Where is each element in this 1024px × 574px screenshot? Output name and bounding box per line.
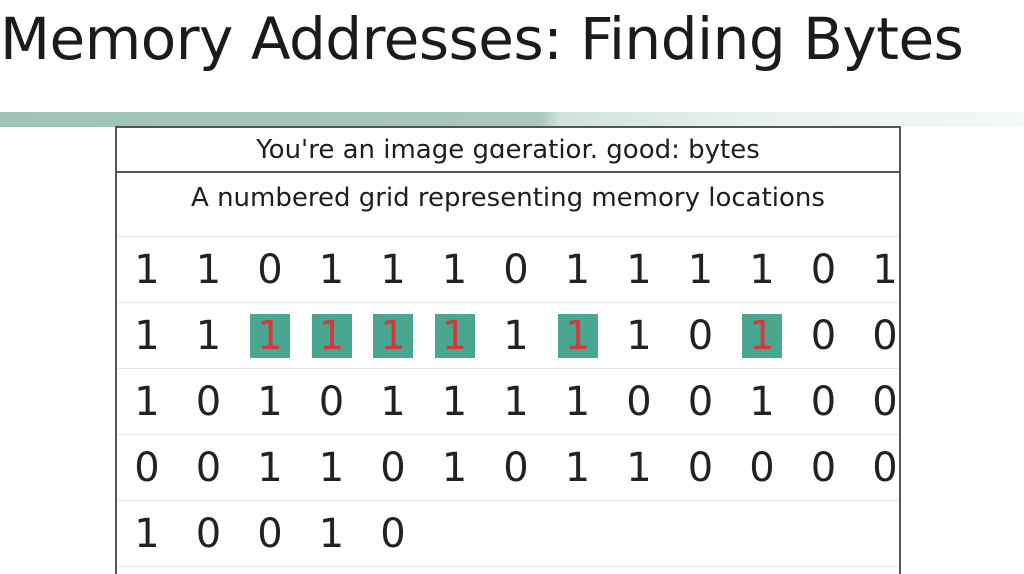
bit-cell: 1 [257, 379, 283, 425]
bit-cell: 1 [134, 511, 160, 557]
highlighted-bit-cell: 1 [250, 314, 290, 358]
bit-cell: 1 [749, 247, 775, 293]
bit-cell: 0 [195, 379, 222, 425]
bit-cell: 1 [441, 247, 468, 293]
bit-cell: 1 [318, 511, 345, 557]
bit-cell: 1 [749, 379, 775, 425]
bit-cell: 0 [257, 247, 283, 293]
bit-cell: 0 [872, 313, 898, 359]
bit-cell: 0 [687, 313, 714, 359]
bit-cell: 0 [687, 445, 714, 491]
bit-cell: 1 [318, 445, 345, 491]
bit-cell: 0 [872, 379, 898, 425]
bit-cell: 0 [195, 445, 222, 491]
bit-cell: 0 [810, 313, 837, 359]
bit-cell: 0 [318, 379, 345, 425]
bit-cell: 1 [503, 313, 529, 359]
accent-bar [0, 112, 1024, 127]
bit-cell: 1 [564, 379, 591, 425]
bit-cell: 1 [441, 379, 468, 425]
panel-subheader: A numbered grid representing memory loca… [117, 173, 899, 237]
bit-cell: 0 [134, 445, 160, 491]
bit-cell: 0 [503, 247, 529, 293]
bit-cell: 1 [564, 445, 591, 491]
bit-cell: 1 [257, 445, 283, 491]
bit-cell: 1 [564, 247, 591, 293]
bit-cell: 1 [134, 313, 160, 359]
bit-cell: 0 [195, 511, 222, 557]
bit-cell: 1 [134, 379, 160, 425]
bit-cell: 0 [380, 445, 406, 491]
highlighted-bit-cell: 1 [311, 314, 352, 358]
bit-cell: 1 [626, 313, 652, 359]
bit-cell: 0 [257, 511, 283, 557]
bit-cell: 1 [195, 313, 222, 359]
bit-cell: 1 [134, 247, 160, 293]
memory-panel: You're an image gɑeratior. good: bytes A… [115, 126, 901, 574]
bit-cell: 0 [687, 379, 714, 425]
bit-cell: 1 [872, 247, 898, 293]
panel-header: You're an image gɑeratior. good: bytes [117, 128, 899, 173]
bit-cell: 1 [195, 247, 222, 293]
bit-cell: 1 [687, 247, 714, 293]
bit-cell: 1 [318, 247, 345, 293]
bit-cell: 1 [626, 247, 652, 293]
bit-cell: 0 [872, 445, 898, 491]
bit-cell: 0 [626, 379, 652, 425]
highlighted-bit-cell: 1 [434, 314, 475, 358]
bit-cell: 0 [810, 247, 837, 293]
highlighted-bit-cell: 1 [373, 314, 413, 358]
bit-cell: 1 [380, 247, 406, 293]
bit-cell: 1 [626, 445, 652, 491]
slide-title: Memory Addresses: Finding Bytes [0, 5, 964, 73]
bit-cell: 0 [810, 445, 837, 491]
highlighted-bit-cell: 1 [742, 314, 782, 358]
bit-cell: 1 [503, 379, 529, 425]
bit-cell: 0 [503, 445, 529, 491]
highlighted-bit-cell: 1 [557, 314, 598, 358]
bit-cell: 0 [380, 511, 406, 557]
bit-cell: 0 [749, 445, 775, 491]
bit-cell: 1 [441, 445, 468, 491]
bit-cell: 1 [380, 379, 406, 425]
bit-cell: 0 [810, 379, 837, 425]
